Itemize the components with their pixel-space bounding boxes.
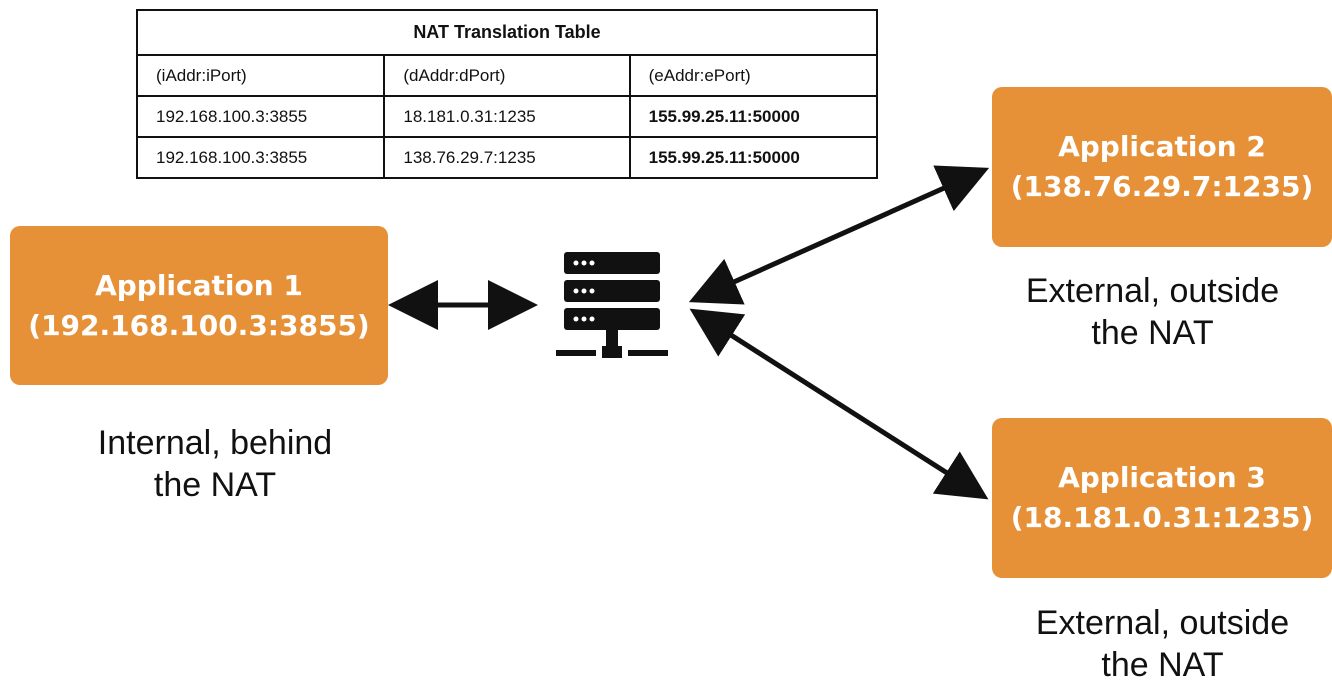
column-header-iaddr: (iAddr:iPort) bbox=[135, 54, 386, 97]
caption-line: Internal, behind bbox=[97, 424, 333, 462]
server-icon bbox=[556, 252, 668, 358]
caption-line: the NAT bbox=[153, 466, 277, 504]
caption-line: the NAT bbox=[1091, 314, 1214, 352]
table-cell-daddr: 138.76.29.7:1235 bbox=[383, 136, 631, 179]
application-1-name: Application 1 bbox=[95, 268, 303, 302]
caption-line: External, outside bbox=[1035, 604, 1290, 642]
application-2-name: Application 2 bbox=[1058, 130, 1266, 163]
table-cell-eaddr: 155.99.25.11:50000 bbox=[628, 95, 879, 138]
application-3-address: (18.181.0.31:1235) bbox=[1010, 501, 1314, 534]
column-header-eaddr: (eAddr:ePort) bbox=[628, 54, 879, 97]
application-3-caption: External, outside the NAT bbox=[1005, 602, 1320, 686]
table-header-row: (iAddr:iPort) (dAddr:dPort) (eAddr:ePort… bbox=[135, 54, 879, 97]
table-cell-iaddr: 192.168.100.3:3855 bbox=[135, 95, 386, 138]
arrow-nat-app3 bbox=[689, 308, 989, 500]
table-cell-iaddr: 192.168.100.3:3855 bbox=[135, 136, 386, 179]
application-3-name: Application 3 bbox=[1058, 461, 1266, 494]
caption-line: the NAT bbox=[1101, 646, 1224, 684]
table-cell-eaddr: 155.99.25.11:50000 bbox=[628, 136, 879, 179]
column-header-daddr: (dAddr:dPort) bbox=[383, 54, 631, 97]
table-row: 192.168.100.3:3855 138.76.29.7:1235 155.… bbox=[135, 136, 879, 179]
application-2-box: Application 2 (138.76.29.7:1235) bbox=[992, 87, 1332, 247]
application-2-address: (138.76.29.7:1235) bbox=[1010, 170, 1314, 203]
application-1-box: Application 1 (192.168.100.3:3855) bbox=[10, 226, 388, 385]
table-title-row: NAT Translation Table bbox=[136, 9, 878, 56]
table-row: 192.168.100.3:3855 18.181.0.31:1235 155.… bbox=[135, 95, 879, 138]
application-1-caption: Internal, behind the NAT bbox=[60, 422, 370, 506]
application-2-caption: External, outside the NAT bbox=[995, 270, 1310, 354]
nat-translation-table: NAT Translation Table (iAddr:iPort) (dAd… bbox=[135, 9, 879, 179]
table-cell-daddr: 18.181.0.31:1235 bbox=[383, 95, 631, 138]
application-3-box: Application 3 (18.181.0.31:1235) bbox=[992, 418, 1332, 578]
caption-line: External, outside bbox=[1025, 272, 1280, 310]
arrow-nat-app2 bbox=[688, 165, 990, 305]
table-title: NAT Translation Table bbox=[136, 9, 878, 56]
application-1-address: (192.168.100.3:3855) bbox=[28, 308, 370, 342]
